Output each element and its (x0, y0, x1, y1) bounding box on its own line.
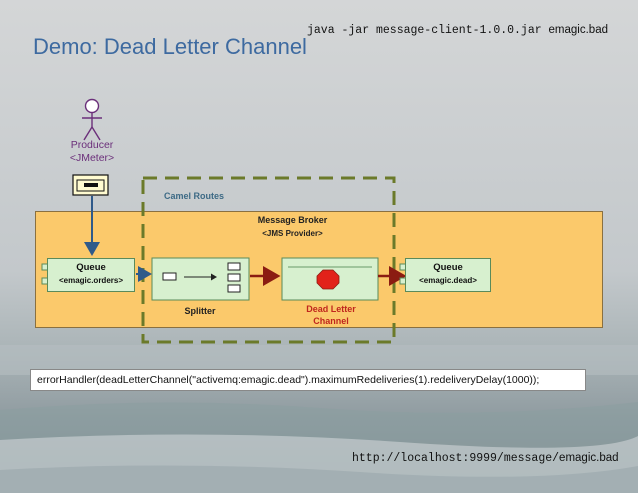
queue-orders: Queue <emagic.orders> (47, 258, 135, 292)
error-handler-code: errorHandler(deadLetterChannel("activemq… (30, 369, 586, 391)
producer-name: Producer (70, 139, 114, 151)
dead-letter-label: Dead Letter Channel (286, 303, 376, 327)
url-arg: emagic.bad (559, 452, 619, 464)
slide-title: Demo: Dead Letter Channel (33, 34, 307, 59)
message-broker-title: Message Broker <JMS Provider> (200, 214, 385, 240)
message-envelope-icon (72, 174, 109, 196)
url-text: http://localhost:9999/message/ (352, 452, 560, 465)
command-arg: emagic.bad (548, 24, 608, 36)
run-command: java -jar message-client-1.0.0.jar emagi… (307, 24, 608, 37)
queue-orders-type: <emagic.orders> (58, 276, 124, 285)
splitter-component (151, 257, 250, 301)
dead-letter-channel-component (281, 257, 379, 301)
producer-actor-icon (82, 98, 102, 141)
queue-orders-name: Queue (76, 262, 106, 273)
splitter-label: Splitter (184, 306, 216, 316)
stop-sign-icon (316, 269, 340, 290)
broker-name: Message Broker (257, 215, 328, 225)
dead-letter-label-line2: Channel (313, 316, 349, 326)
camel-routes-label: Camel Routes (164, 191, 225, 201)
producer-label: Producer <JMeter> (63, 139, 121, 165)
queue-dead: Queue <emagic.dead> (405, 258, 491, 292)
dead-letter-label-line1: Dead Letter (306, 304, 356, 314)
camel-routes-frame (141, 176, 396, 344)
queue-dead-name: Queue (433, 262, 463, 273)
queue-dead-type: <emagic.dead> (419, 276, 477, 285)
message-url: http://localhost:9999/message/emagic.bad (352, 452, 619, 465)
broker-type: <JMS Provider> (262, 229, 323, 238)
producer-type: <JMeter> (69, 152, 115, 164)
command-text: java -jar message-client-1.0.0.jar (306, 24, 542, 37)
